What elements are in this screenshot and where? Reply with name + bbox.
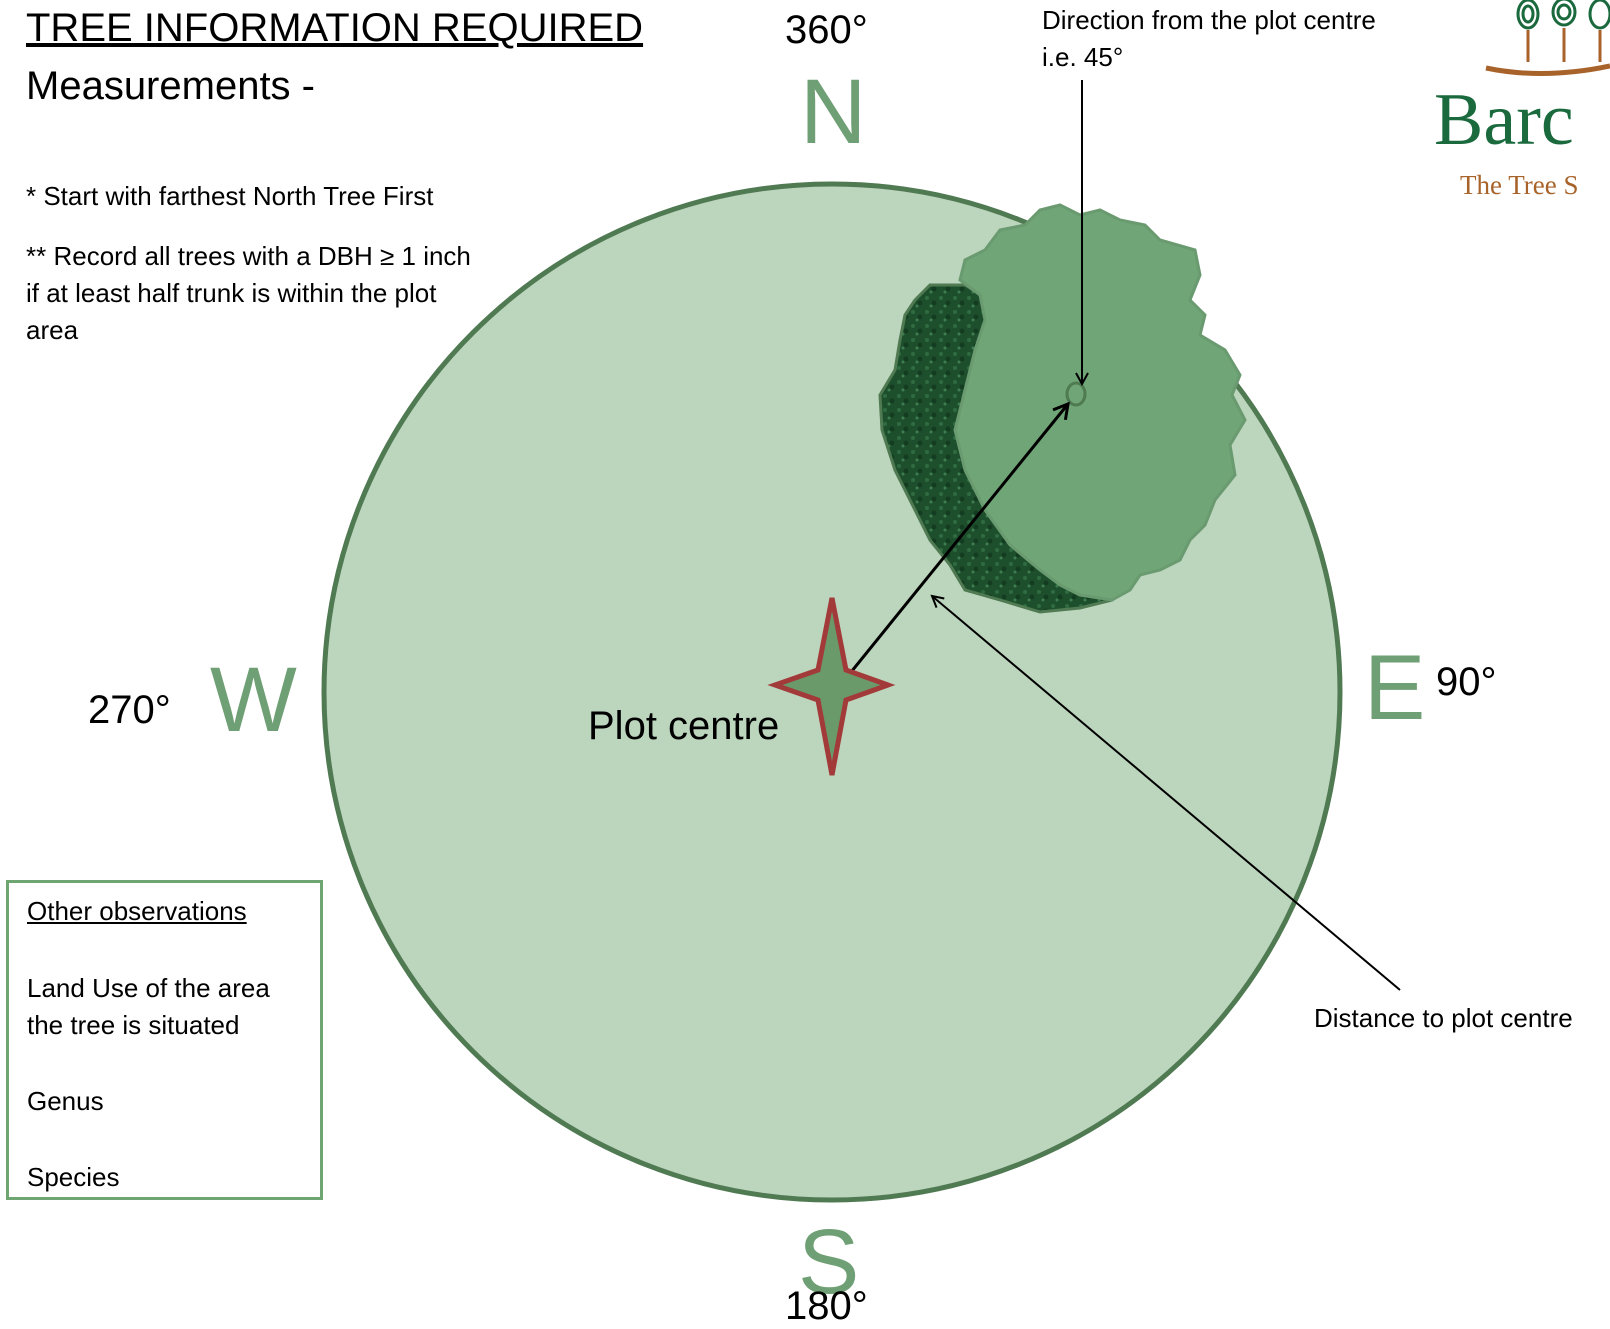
west-letter: W xyxy=(210,649,297,751)
north-degrees: 360° xyxy=(785,8,868,52)
east-letter: E xyxy=(1364,637,1426,739)
direction-label-line1: Direction from the plot centre xyxy=(1042,5,1376,35)
direction-label-line2: i.e. 45° xyxy=(1042,42,1124,72)
south-degrees: 180° xyxy=(785,1284,868,1328)
distance-label: Distance to plot centre xyxy=(1314,1003,1573,1033)
logo: Barc The Tree S xyxy=(1424,0,1610,210)
observation-item: Land Use of the area xyxy=(27,973,270,1003)
logo-name: Barc xyxy=(1434,79,1574,161)
west-degrees: 270° xyxy=(88,688,171,732)
plot-centre-star xyxy=(767,597,896,776)
observation-item: Genus xyxy=(27,1086,104,1116)
other-observations-box: Other observations Land Use of the area … xyxy=(6,880,323,1200)
instruction-note-1: * Start with farthest North Tree First xyxy=(26,181,434,211)
observations-title: Other observations xyxy=(27,896,247,926)
east-degrees: 90° xyxy=(1436,660,1497,704)
page-title: TREE INFORMATION REQUIRED xyxy=(26,6,644,50)
page-subtitle: Measurements - xyxy=(26,64,315,108)
logo-trees-icon xyxy=(1485,0,1610,76)
distance-double-arrow xyxy=(843,404,1068,682)
south-letter: S xyxy=(798,1211,860,1313)
observation-item: Species xyxy=(27,1162,120,1192)
tree-trunk-marker xyxy=(1065,381,1087,407)
instruction-note-2: ** Record all trees with a DBH ≥ 1 inch … xyxy=(26,241,471,345)
logo-tagline: The Tree S xyxy=(1460,170,1579,200)
north-letter: N xyxy=(800,61,867,163)
distance-pointer-arrow xyxy=(932,596,1401,991)
plot-centre-label: Plot centre xyxy=(588,704,780,748)
observation-item: the tree is situated xyxy=(27,1010,240,1040)
